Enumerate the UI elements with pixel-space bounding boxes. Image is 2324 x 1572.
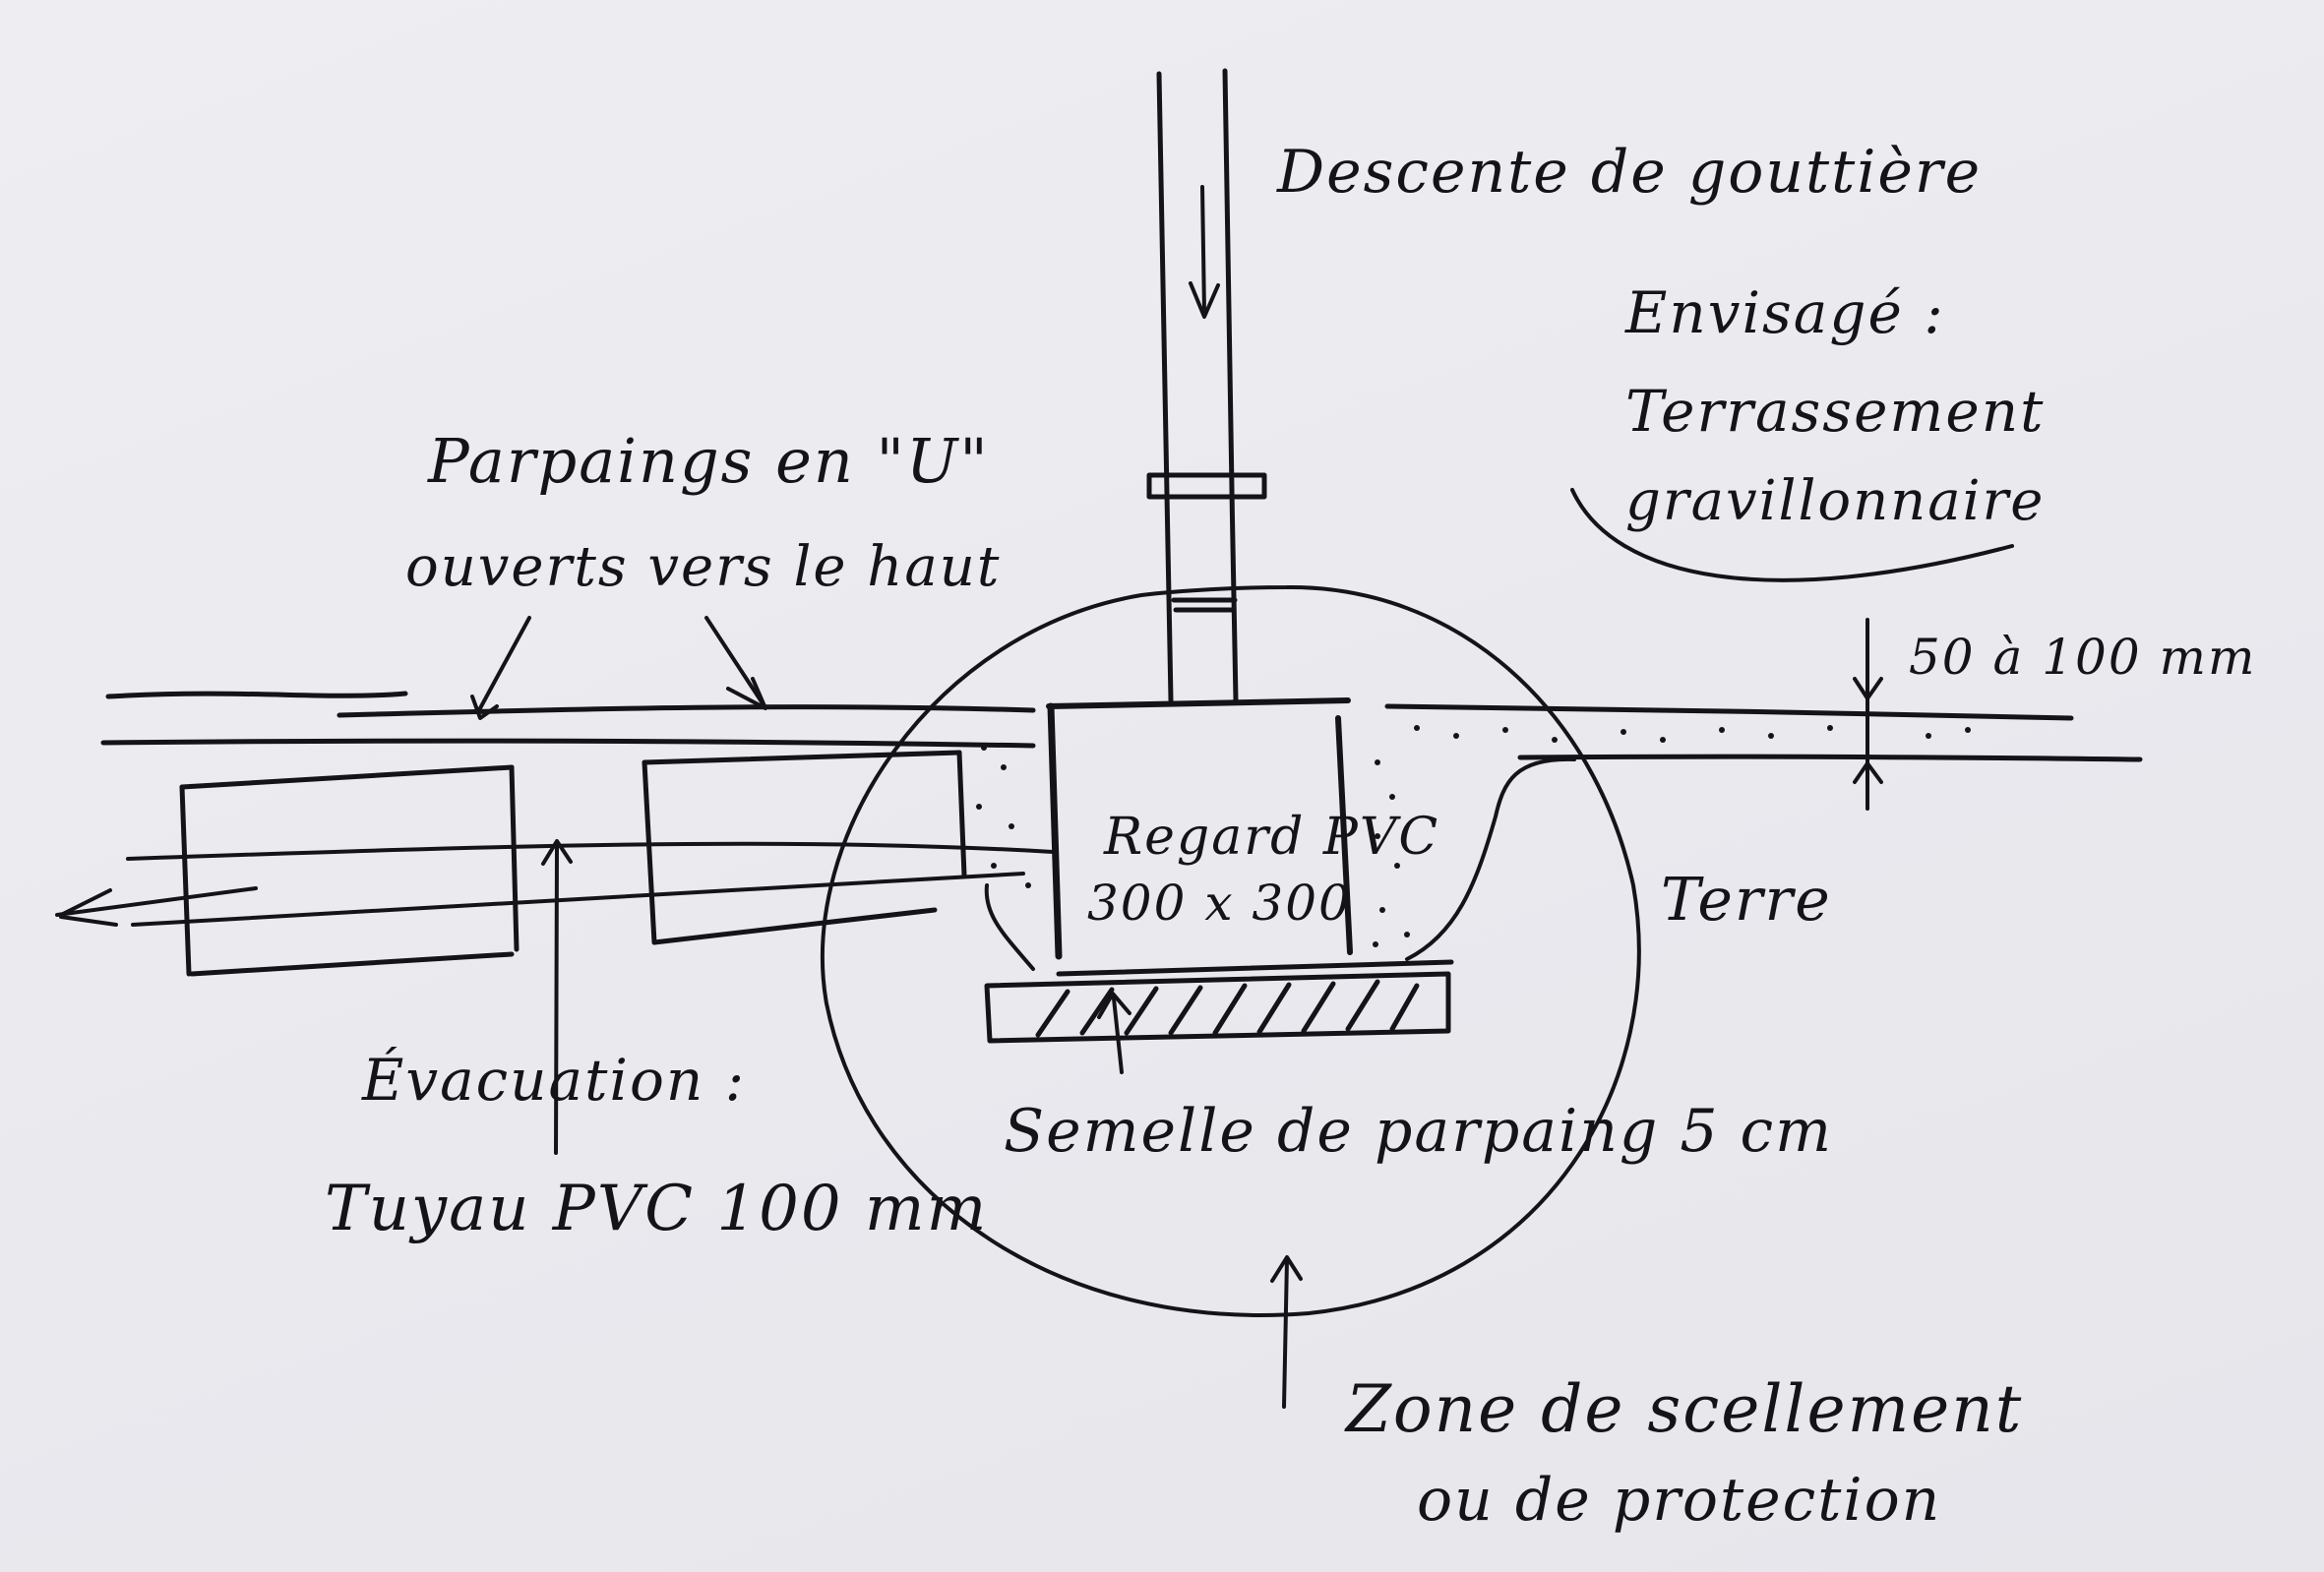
gravel-layer-lines: [100, 691, 2143, 762]
envisage-line1: Terrassement: [1625, 378, 2045, 445]
u-block-left: [179, 764, 520, 977]
semelle-label: Semelle de parpaing 5 cm: [1004, 1097, 1833, 1166]
evacuation-line2: Tuyau PVC 100 mm: [325, 1173, 988, 1245]
downpipe: [1146, 68, 1267, 703]
flow-arrow-down: [1189, 185, 1220, 319]
parpaings-line2: ouverts vers le haut: [405, 535, 1001, 599]
note-underline: [1570, 488, 2014, 582]
descente-label: Descente de gouttière: [1276, 138, 1982, 207]
regard-line2: 300 x 300: [1087, 875, 1352, 932]
envisage-line2: gravillonnaire: [1625, 469, 2045, 533]
trench-walls: [984, 756, 1576, 971]
zone-line2: ou de protection: [1417, 1466, 1941, 1535]
zone-line1: Zone de scellement: [1344, 1371, 2023, 1447]
leader-arrows: [470, 616, 1303, 1409]
evacuation-line1: Évacuation :: [361, 1047, 746, 1114]
regard-line1: Regard PVC: [1103, 808, 1439, 867]
thickness-label: 50 à 100 mm: [1909, 629, 2256, 686]
gravel-dots: [976, 725, 1971, 947]
terre-label: Terre: [1661, 866, 1832, 935]
thickness-dimension: [1853, 618, 1883, 811]
regard-pvc-box: [1046, 697, 1454, 977]
protection-zone-circle: [821, 584, 1641, 1317]
envisage-title: Envisagé :: [1624, 279, 1945, 346]
parpaings-line1: Parpaings en "U": [427, 425, 990, 497]
semelle-slab: [984, 971, 1451, 1044]
u-block-middle: [642, 750, 967, 945]
evacuation-pipe: [55, 841, 1055, 927]
